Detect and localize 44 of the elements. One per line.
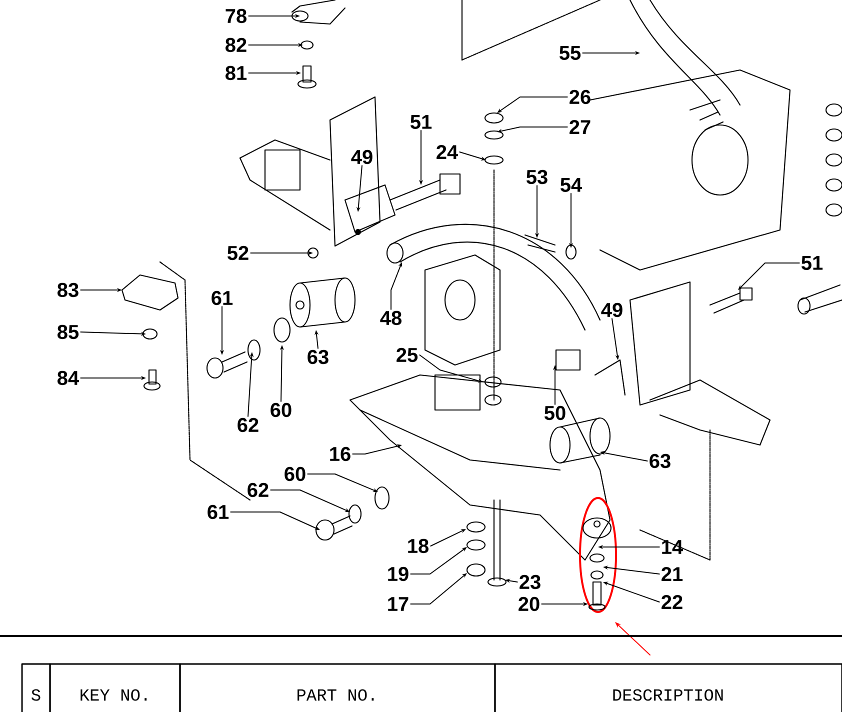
- callout-number: 52: [228, 246, 248, 260]
- leader-line: [738, 262, 800, 290]
- callout-number: 83: [58, 282, 78, 298]
- callout-number: 48: [380, 310, 402, 326]
- callout-number: 60: [270, 402, 292, 418]
- callout-number: 81: [226, 66, 247, 80]
- callout-number: 61: [212, 290, 233, 306]
- callout-number: 18: [408, 538, 428, 554]
- callout-number: 16: [330, 446, 350, 462]
- callout-number: 51: [802, 256, 823, 270]
- table-header-cell: PART NO.: [179, 663, 496, 712]
- callout-number: 21: [662, 567, 683, 581]
- callout-number: 49: [351, 150, 372, 164]
- callout-number: 85: [58, 324, 79, 340]
- callout-number: 24: [436, 145, 458, 159]
- callout-number: 20: [518, 596, 540, 612]
- callout-number: 62: [248, 482, 268, 498]
- callout-number: 63: [308, 350, 328, 364]
- callout-number: 27: [570, 120, 590, 134]
- callout-number: 82: [226, 38, 246, 52]
- table-header-cell: KEY NO.: [49, 663, 181, 712]
- callout-number: 22: [662, 595, 682, 609]
- callout-number: 54: [560, 178, 582, 192]
- callout-number: 23: [520, 574, 540, 590]
- table-header-cell: S: [21, 663, 51, 712]
- callout-number: 25: [396, 348, 418, 362]
- leader-line: [410, 573, 467, 604]
- callout-number: 49: [601, 302, 622, 318]
- callout-number: 17: [388, 597, 408, 611]
- callout-number: 51: [410, 115, 432, 129]
- table-header-cell: DESCRIPTION: [494, 663, 842, 712]
- callout-number: 60: [284, 466, 306, 482]
- callout-number: 78: [226, 8, 246, 24]
- callout-number: 62: [238, 418, 258, 432]
- callout-number: 26: [570, 90, 590, 104]
- callout-number: 63: [650, 454, 670, 468]
- callout-number: 14: [662, 540, 684, 554]
- callout-number: 84: [58, 370, 79, 386]
- callout-number: 50: [544, 406, 566, 420]
- callout-number: 55: [560, 46, 581, 60]
- leader-line: [410, 547, 467, 574]
- callout-number: 53: [526, 170, 548, 184]
- callout-number: 61: [208, 504, 229, 520]
- callout-number: 19: [388, 566, 408, 582]
